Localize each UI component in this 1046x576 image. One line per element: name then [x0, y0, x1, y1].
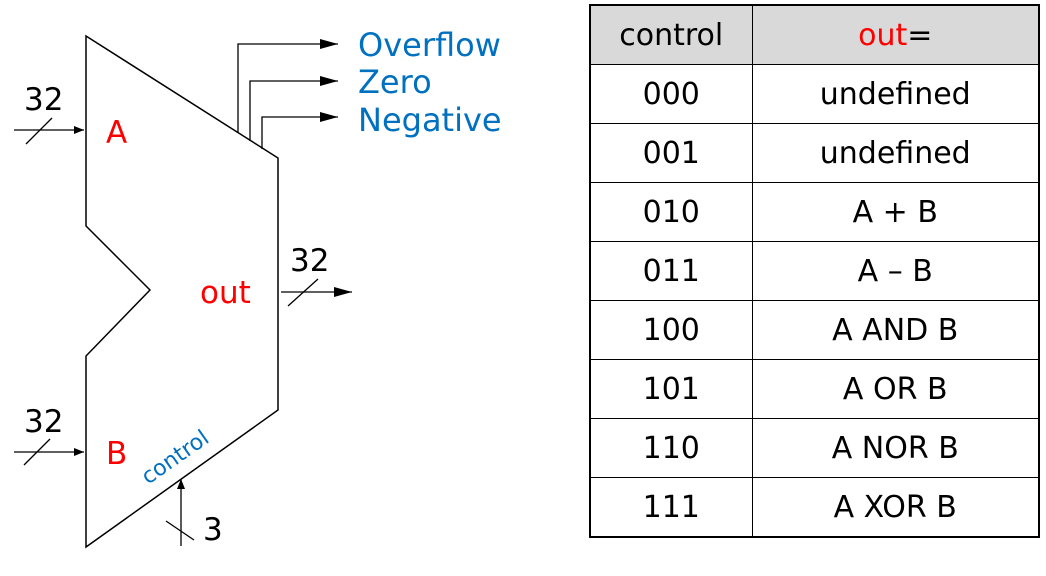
control-label: control: [137, 426, 214, 490]
row-out: A NOR B: [751, 418, 1040, 478]
input-a-width: 32: [24, 82, 63, 118]
header-out-label: out: [858, 17, 908, 53]
input-b-label: B: [106, 436, 127, 472]
flag-negative: Negative: [358, 101, 502, 139]
header-out-suffix: =: [907, 17, 933, 53]
row-control: 011: [589, 241, 753, 301]
row-out: undefined: [751, 123, 1040, 183]
output-width: 32: [290, 243, 329, 279]
row-control: 000: [589, 64, 753, 124]
control-bus-slash: [165, 520, 195, 541]
table-row: 110 A NOR B: [589, 418, 1040, 478]
row-control: 001: [589, 123, 753, 183]
flag-wires: [237, 39, 338, 149]
input-b-width: 32: [24, 404, 63, 440]
flag-zero: Zero: [358, 63, 432, 101]
alu-body: [85, 34, 279, 549]
output-label: out: [200, 275, 251, 311]
table-row: 011 A – B: [589, 241, 1040, 301]
table-header-row: control out=: [589, 4, 1040, 65]
row-control: 111: [589, 477, 753, 538]
output-bus-slash: [287, 278, 319, 307]
table-row: 001 undefined: [589, 123, 1040, 183]
row-control: 100: [589, 300, 753, 360]
alu-control-table: control out= 000 undefined 001 undefined…: [589, 4, 1040, 538]
table-row: 010 A + B: [589, 182, 1040, 242]
row-out: A – B: [751, 241, 1040, 301]
row-out: A OR B: [751, 359, 1040, 419]
zero-wire: [249, 76, 338, 141]
header-out: out=: [751, 4, 1040, 65]
header-control: control: [589, 4, 753, 65]
input-a-label: A: [106, 115, 127, 151]
input-b-bus-slash: [23, 438, 51, 466]
table-row: 101 A OR B: [589, 359, 1040, 419]
row-control: 010: [589, 182, 753, 242]
row-out: A + B: [751, 182, 1040, 242]
input-a-bus-slash: [25, 117, 53, 145]
overflow-wire: [237, 39, 338, 133]
alu-diagram: Overflow Zero Negative 32 A 32 B 32 out …: [14, 26, 502, 549]
table-row: 111 A XOR B: [589, 477, 1040, 538]
row-out: A AND B: [751, 300, 1040, 360]
row-control: 110: [589, 418, 753, 478]
flag-overflow: Overflow: [358, 26, 501, 64]
row-out: A XOR B: [751, 477, 1040, 538]
row-out: undefined: [751, 64, 1040, 124]
row-control: 101: [589, 359, 753, 419]
table-row: 100 A AND B: [589, 300, 1040, 360]
negative-wire: [261, 112, 338, 149]
control-width: 3: [203, 512, 223, 548]
table-row: 000 undefined: [589, 64, 1040, 124]
